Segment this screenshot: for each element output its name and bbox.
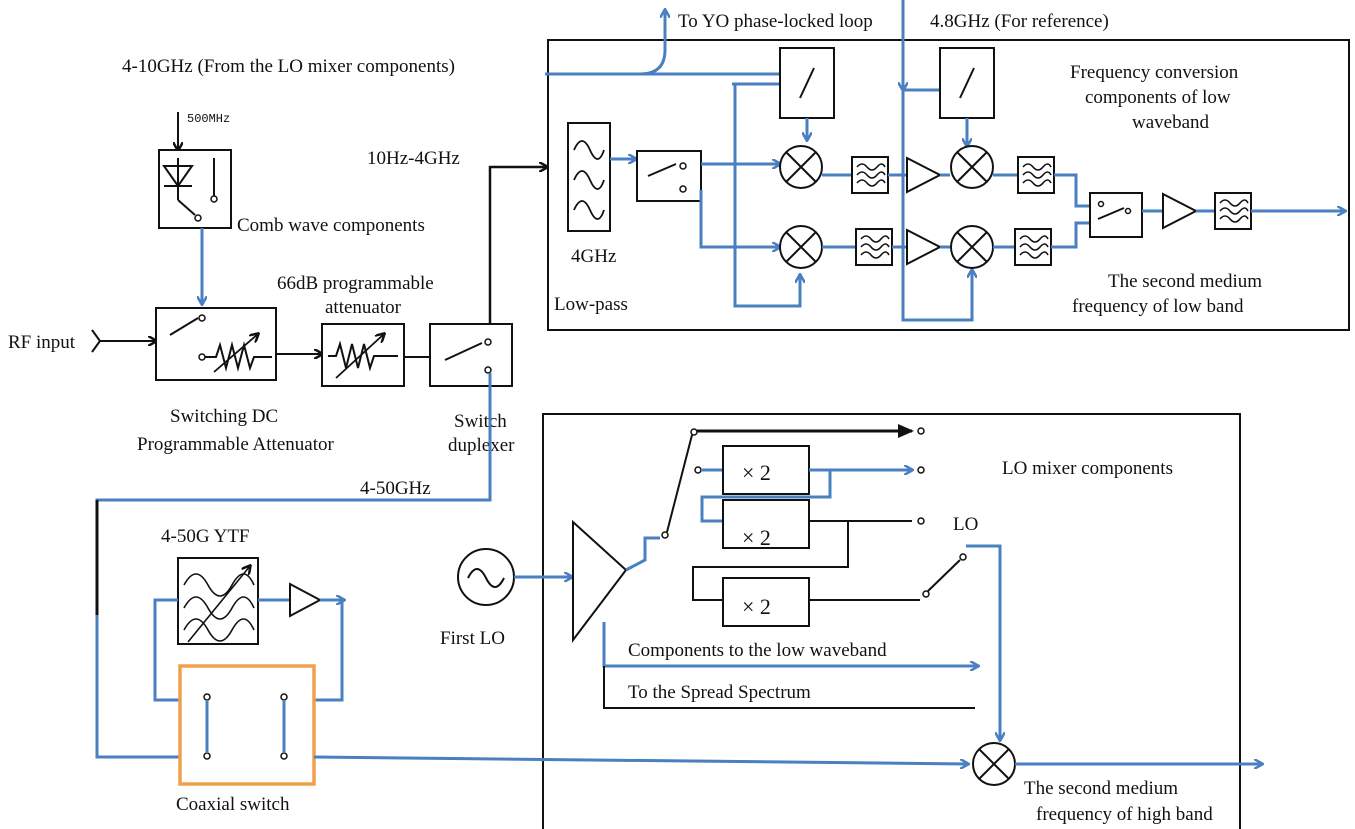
label-comb-wave: Comb wave components [237,215,425,236]
label-atten66-2: attenuator [325,297,402,318]
output-switch-low [1089,192,1143,238]
label-lo: LO [953,514,978,535]
lo-amplifier [572,519,628,643]
first-lo-oscillator [457,548,515,606]
label-4-50ghz: 4-50GHz [360,478,431,499]
label-lo-mixer-in: 4-10GHz (From the LO mixer components) [122,56,455,77]
multiplier-x2-1: × 2 [722,445,810,495]
divider-1 [779,47,835,119]
bandpass-filter-4 [1014,228,1052,266]
label-to-yo-pll: To YO phase-locked loop [678,11,873,32]
bandpass-filter-3 [1017,156,1055,194]
label-first-lo: First LO [440,628,505,649]
label-switch-dup-1: Switch [454,411,507,432]
amplifier-1 [906,156,943,194]
label-switching-dc-2: Programmable Attenuator [137,434,334,455]
label-low-pass: Low-pass [554,294,628,315]
label-atten66-1: 66dB programmable [277,273,434,294]
label-freq-conv-1: Frequency conversion [1070,62,1239,83]
label-lo-mixer-components: LO mixer components [1002,458,1173,479]
svg-text:× 2: × 2 [742,525,771,550]
ytf-filter [177,557,259,645]
coaxial-switch [178,664,316,786]
low-pass-filter-4ghz [567,122,611,232]
label-coaxial-switch: Coaxial switch [176,794,290,815]
mixer-low-lower-2 [950,225,994,269]
label-switch-dup-2: duplexer [448,435,515,456]
low-band-switch [636,150,702,202]
attenuator-66db [321,323,405,387]
label-ref-48: 4.8GHz (For reference) [930,11,1109,32]
lo-mixer-frame [542,413,1241,829]
low-band-conversion-frame [547,39,1350,331]
label-500mhz: 500MHz [187,112,230,126]
label-second-if-high-2: frequency of high band [1036,804,1213,825]
switching-dc-attenuator [155,307,277,381]
label-to-spread: To the Spread Spectrum [628,682,811,703]
label-second-if-high-1: The second medium [1024,778,1178,799]
label-rf-input: RF input [8,332,76,353]
label-second-if-low-1: The second medium [1108,271,1262,292]
svg-text:× 2: × 2 [742,594,771,619]
divider-2 [939,47,995,119]
multiplier-x2-2: × 2 [722,499,810,550]
mixer-low-upper-1 [779,145,823,189]
amplifier-2 [906,228,943,266]
label-freq-conv-3: waveband [1132,112,1210,133]
amplifier-ytf [289,582,323,618]
label-to-low-waveband: Components to the low waveband [628,640,887,661]
label-10hz-4ghz: 10Hz-4GHz [367,148,460,169]
mixer-low-lower-1 [779,225,823,269]
bandpass-filter-2 [855,228,893,266]
multiplier-x2-3: × 2 [722,577,810,627]
mixer-high-band [972,742,1016,786]
amplifier-3 [1162,192,1199,230]
bandpass-filter-1 [851,156,889,194]
bandpass-filter-5 [1214,192,1252,230]
mixer-low-upper-2 [950,145,994,189]
svg-text:× 2: × 2 [742,460,771,485]
label-lp-4ghz: 4GHz [571,246,616,267]
label-freq-conv-2: components of low [1085,87,1231,108]
comb-wave-component [158,149,232,229]
label-second-if-low-2: frequency of low band [1072,296,1244,317]
label-switching-dc-1: Switching DC [170,406,278,427]
label-ytf: 4-50G YTF [161,526,250,547]
switch-duplexer [429,323,513,387]
